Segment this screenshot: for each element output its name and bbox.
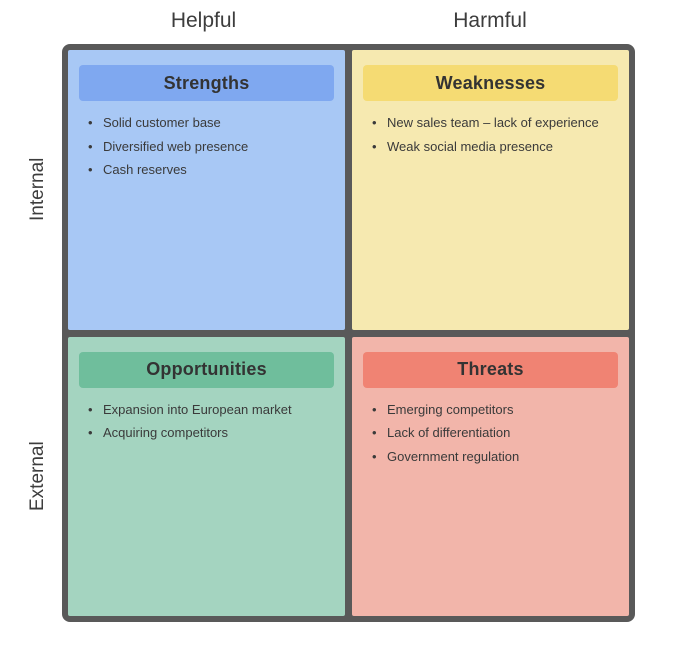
list-item-text: Weak social media presence	[387, 138, 553, 154]
list-item: • Solid customer base	[79, 111, 334, 135]
weaknesses-title: Weaknesses	[435, 72, 546, 93]
column-label-harmful: Harmful	[453, 9, 527, 32]
list-item: • Lack of differentiation	[363, 421, 618, 445]
threats-list: • Emerging competitors • Lack of different…	[363, 398, 618, 469]
list-item: • New sales team – lack of experience	[363, 111, 618, 135]
list-item-text: Diversified web presence	[103, 138, 249, 154]
swot-matrix: Strengths • Solid customer base • Diversif…	[62, 44, 635, 622]
quadrant-threats: Threats • Emerging competitors • Lack of d…	[352, 336, 629, 616]
strengths-list: • Solid customer base • Diversified web pr…	[79, 111, 334, 182]
threats-title: Threats	[457, 359, 524, 379]
list-item: • Government regulation	[363, 445, 618, 469]
bullet-icon: •	[372, 401, 377, 417]
weaknesses-list: • New sales team – lack of experience • We…	[363, 111, 618, 158]
list-item-text: Lack of differentiation	[387, 425, 511, 440]
list-item-text: Expansion into European market	[103, 401, 292, 417]
list-item-text: Government regulation	[387, 448, 520, 464]
bullet-icon: •	[372, 138, 377, 154]
list-item-text: Cash reserves	[103, 162, 187, 177]
list-item-text: Solid customer base	[103, 115, 221, 130]
bullet-icon: •	[88, 425, 93, 440]
row-label-external: External	[27, 441, 48, 511]
opportunities-header-bar: Opportunities	[79, 351, 334, 388]
bullet-icon: •	[372, 425, 377, 440]
list-item: • Weak social media presence	[363, 135, 618, 159]
quadrant-strengths: Strengths • Solid customer base • Diversif…	[68, 50, 345, 330]
bullet-icon: •	[88, 115, 93, 130]
bullet-icon: •	[88, 138, 93, 154]
threats-header-bar: Threats	[363, 351, 618, 388]
bullet-icon: •	[372, 448, 377, 464]
list-item: • Cash reserves	[79, 158, 334, 182]
bullet-icon: •	[88, 162, 93, 177]
opportunities-list: • Expansion into European market • Acquiri…	[79, 398, 334, 445]
weaknesses-header-bar: Weaknesses	[363, 65, 618, 101]
bullet-icon: •	[372, 115, 377, 130]
quadrant-opportunities: Opportunities • Expansion into European m…	[68, 336, 345, 616]
list-item: • Diversified web presence	[79, 135, 334, 159]
strengths-title: Strengths	[163, 72, 250, 93]
list-item: • Expansion into European market	[79, 398, 334, 422]
column-label-helpful: Helpful	[170, 9, 237, 32]
strengths-header-bar: Strengths	[79, 65, 334, 101]
list-item: • Emerging competitors	[363, 398, 618, 422]
row-label-internal: Internal	[27, 157, 48, 222]
opportunities-title: Opportunities	[146, 359, 267, 379]
list-item-text: New sales team – lack of experience	[387, 115, 599, 130]
quadrant-weaknesses: Weaknesses • New sales team – lack of exp…	[352, 50, 629, 330]
list-item-text: Emerging competitors	[387, 401, 514, 417]
list-item-text: Acquiring competitors	[103, 425, 228, 440]
list-item: • Acquiring competitors	[79, 421, 334, 445]
bullet-icon: •	[88, 401, 93, 417]
